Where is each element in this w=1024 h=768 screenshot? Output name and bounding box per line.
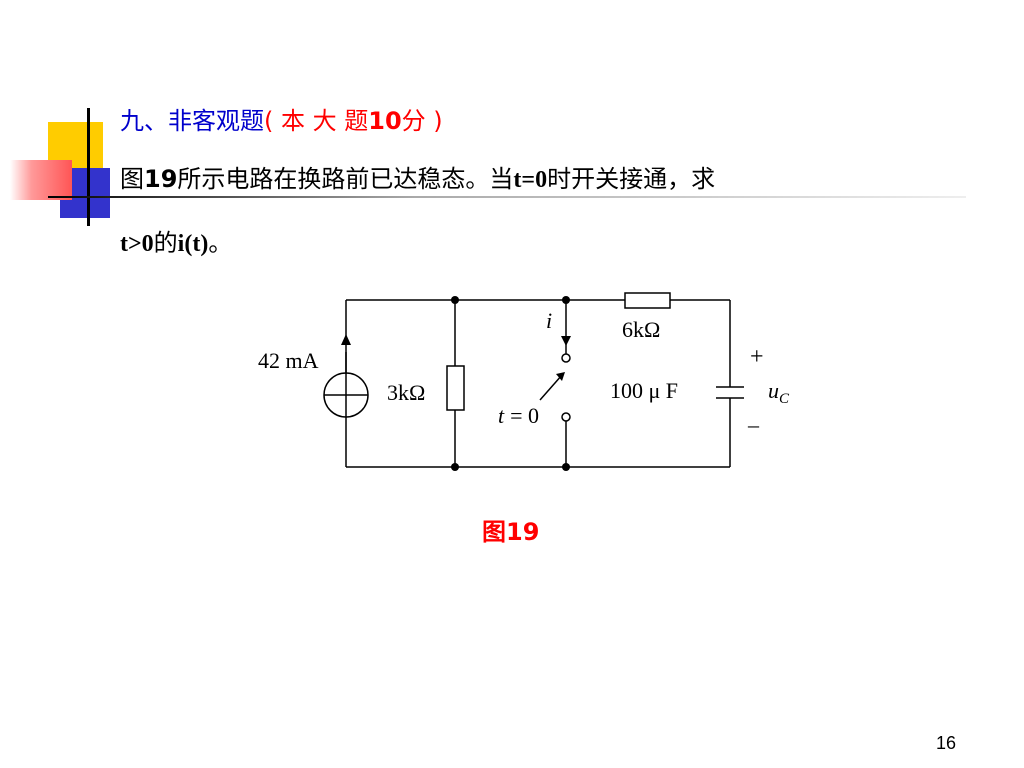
junction-dot — [451, 463, 459, 471]
figure-caption: 图19 — [482, 518, 540, 546]
problem-text: 所示电路在换路前已达稳态。当 — [177, 165, 514, 193]
minus-sign: – — [747, 412, 760, 437]
junction-dot — [562, 463, 570, 471]
problem-line-1: 图19所示电路在换路前已达稳态。当t=0时开关接通，求 — [120, 161, 715, 198]
problem-text: 的 — [153, 229, 178, 257]
source-arrowhead — [341, 334, 351, 345]
problem-line-2: t>0的i(t)。 — [120, 225, 232, 262]
switch-time-label: t= 0 — [498, 403, 539, 428]
deco-horizontal-line — [48, 196, 966, 198]
junction-dot — [562, 296, 570, 304]
cap-label: 100 μ F — [610, 378, 678, 403]
junction-dot — [451, 296, 459, 304]
current-arrowhead — [561, 336, 571, 346]
score-open: ( 本 大 题 — [264, 107, 369, 135]
problem-text: 。 — [208, 229, 233, 257]
problem-text: 图 — [120, 165, 144, 193]
deco-pink-square — [10, 160, 72, 200]
deco-vertical-line — [87, 108, 90, 226]
r1-label: 3kΩ — [387, 380, 425, 405]
resistor-6k — [624, 292, 671, 309]
question-number: 九、非客观题 — [120, 107, 264, 135]
switch-blade — [539, 374, 563, 401]
score-unit: 分 ) — [401, 107, 443, 135]
plus-sign: + — [750, 344, 764, 370]
score-value: 10 — [368, 107, 402, 135]
uc-label: uC — [768, 378, 790, 407]
problem-text: 时开关接通，求 — [547, 165, 716, 193]
problem-condition: t>0 — [120, 231, 154, 257]
source-label: 42 mA — [258, 348, 319, 373]
current-label: i — [546, 308, 552, 333]
switch-arrowhead — [556, 372, 565, 381]
switch-contact-bottom — [561, 412, 571, 422]
r2-label: 6kΩ — [622, 317, 660, 342]
problem-figure-number: 19 — [144, 165, 178, 193]
problem-current: i(t) — [177, 231, 209, 257]
question-heading: 九、非客观题( 本 大 题10分 ) — [120, 103, 443, 139]
problem-time: t=0 — [513, 167, 548, 193]
page-number: 16 — [936, 733, 957, 753]
resistor-3k — [446, 365, 465, 411]
switch-contact-top — [561, 353, 571, 363]
